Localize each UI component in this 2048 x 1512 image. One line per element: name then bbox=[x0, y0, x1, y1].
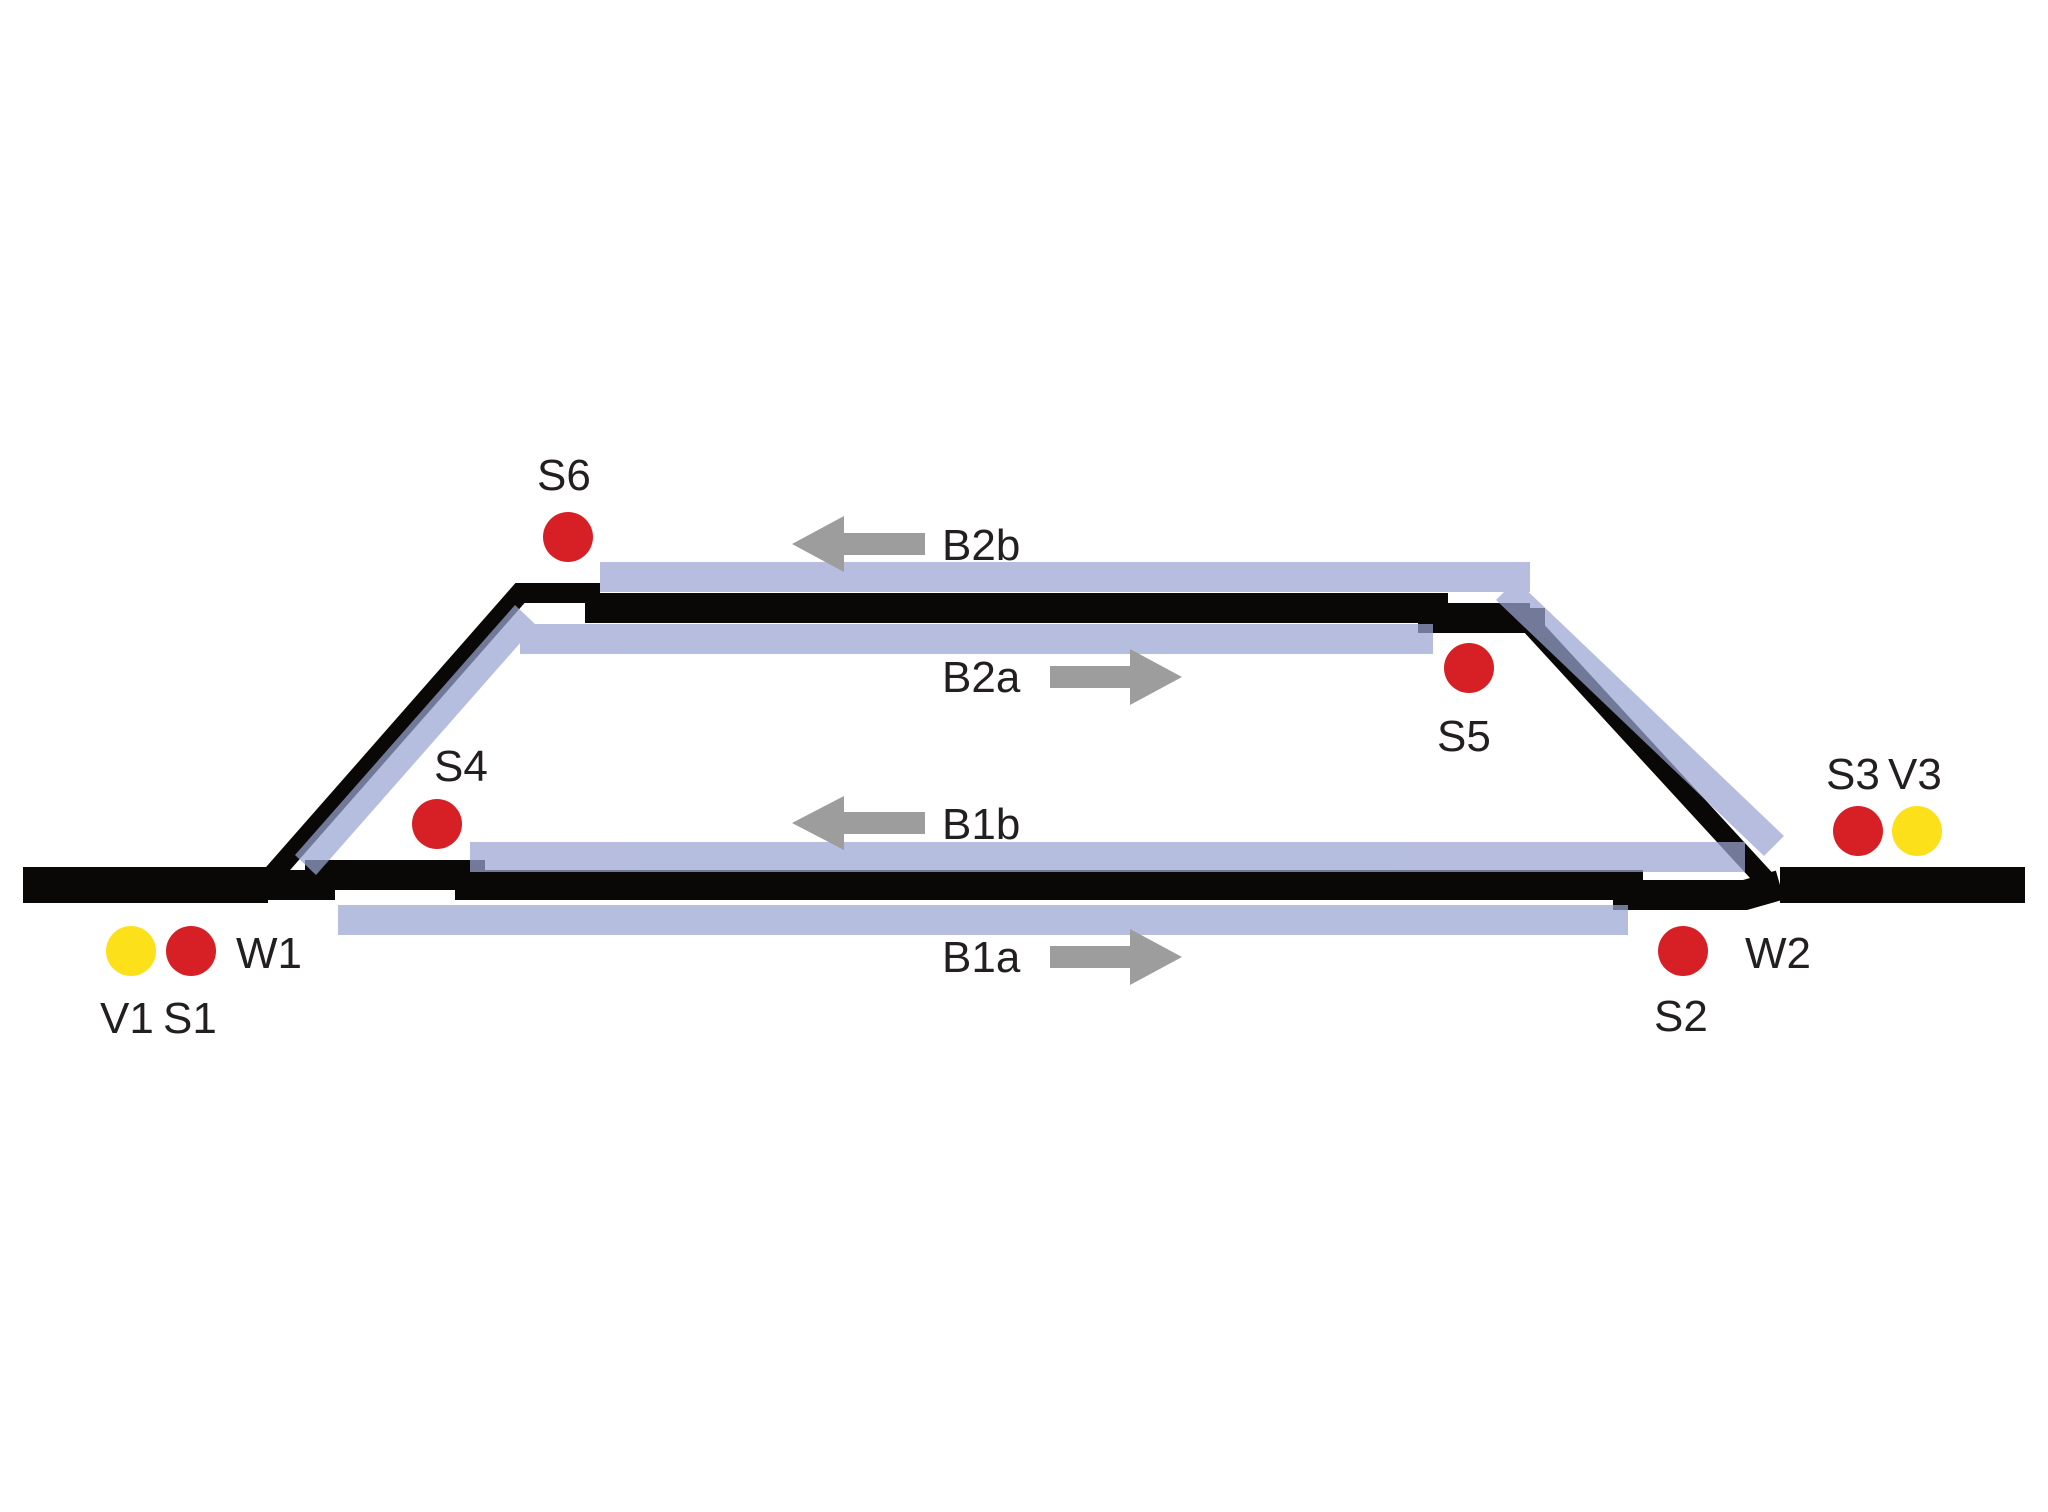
signal-s4 bbox=[412, 799, 462, 849]
signal-s5 bbox=[1444, 643, 1494, 693]
block-label-b2a: B2a bbox=[942, 653, 1021, 702]
signal-label-s3: S3 bbox=[1826, 750, 1880, 799]
arrow-right-icon bbox=[1050, 929, 1182, 985]
signals bbox=[106, 512, 1942, 976]
block-label-b1a: B1a bbox=[942, 933, 1021, 982]
overlay-b1b bbox=[470, 842, 1745, 872]
arrow-left-icon bbox=[792, 796, 925, 850]
block-label-b1b: B1b bbox=[942, 800, 1020, 849]
signal-s1 bbox=[166, 926, 216, 976]
signal-label-v3: V3 bbox=[1888, 750, 1942, 799]
direction-arrows bbox=[792, 516, 1182, 985]
signal-v1 bbox=[106, 926, 156, 976]
switch-label-w2: W2 bbox=[1745, 929, 1811, 978]
signal-label-s6: S6 bbox=[537, 451, 591, 500]
block-overlays bbox=[295, 562, 1784, 935]
signal-label-s2: S2 bbox=[1654, 992, 1708, 1041]
signal-label-s1: S1 bbox=[163, 994, 217, 1043]
overlay-b1a bbox=[338, 905, 1628, 935]
track-left-diverging bbox=[260, 583, 600, 887]
signal-s6 bbox=[543, 512, 593, 562]
track-track2 bbox=[585, 593, 1545, 633]
signal-s2 bbox=[1658, 926, 1708, 976]
arrow-right-icon bbox=[1050, 649, 1182, 705]
arrow-left-icon bbox=[792, 516, 925, 572]
switch-label-w1: W1 bbox=[236, 929, 302, 978]
block-label-b2b: B2b bbox=[942, 521, 1020, 570]
signal-label-s4: S4 bbox=[434, 742, 488, 791]
overlay-right-diverging bbox=[1496, 580, 1784, 856]
signal-label-s5: S5 bbox=[1437, 712, 1491, 761]
overlay-b2b bbox=[600, 562, 1530, 592]
overlay-left-diverging bbox=[295, 605, 536, 875]
signal-s3 bbox=[1833, 806, 1883, 856]
signal-v3 bbox=[1892, 806, 1942, 856]
labels: V1 S1 W1 S2 W2 S3 V3 S4 S5 S6 B2b B2a B1… bbox=[100, 451, 1942, 1043]
overlay-b2a bbox=[520, 624, 1433, 654]
signal-label-v1: V1 bbox=[100, 994, 154, 1043]
track-track1 bbox=[268, 860, 1785, 910]
